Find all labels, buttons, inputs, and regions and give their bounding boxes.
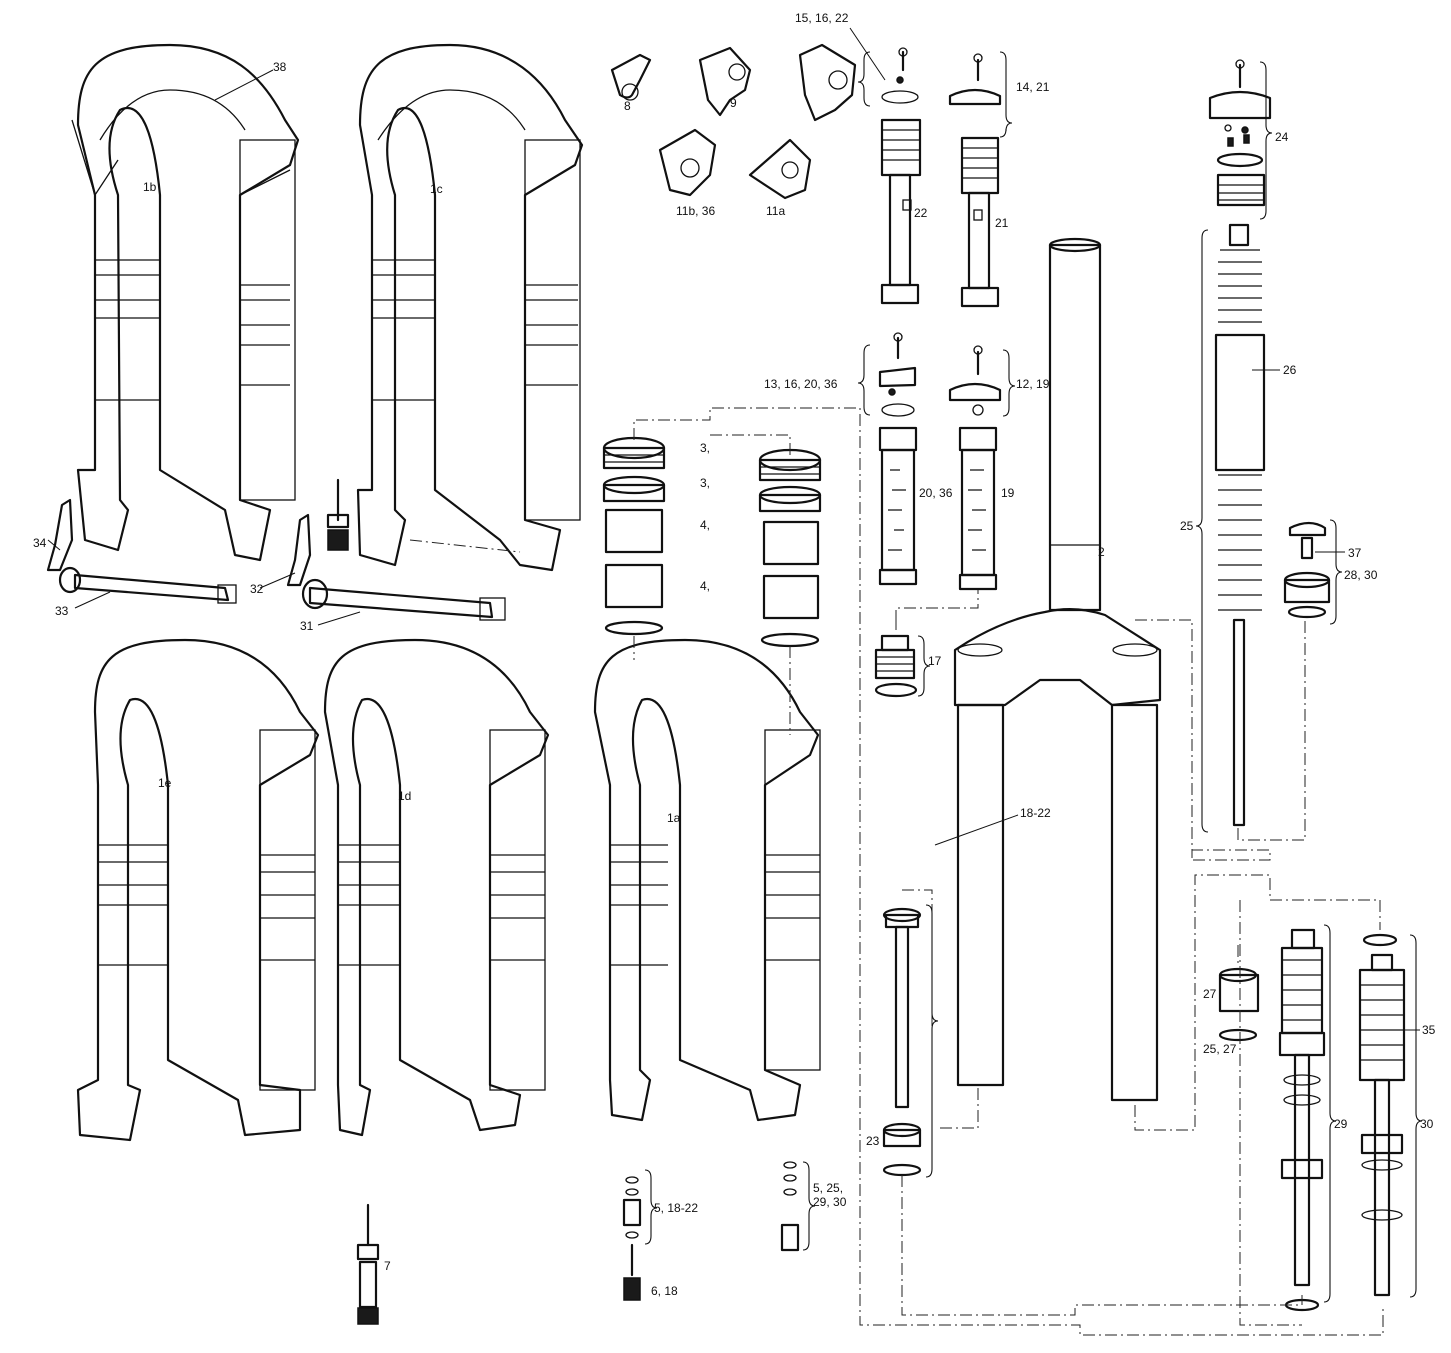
label-4-upper: 4, bbox=[700, 518, 710, 532]
label-3-lower: 3, bbox=[700, 476, 710, 490]
valve-37 bbox=[1288, 521, 1327, 560]
valve-tool-top bbox=[326, 478, 350, 551]
label-5-25-line2: 29, 30 bbox=[813, 1195, 847, 1209]
label-25-27: 25, 27 bbox=[1203, 1042, 1237, 1056]
label-18-22: 18-22 bbox=[1020, 806, 1051, 820]
remote-lever-8 bbox=[610, 53, 652, 101]
label-8: 8 bbox=[624, 99, 631, 113]
label-3-upper: 3, bbox=[700, 441, 710, 455]
remote-lever-11b bbox=[658, 128, 717, 197]
axle-31 bbox=[301, 578, 506, 621]
label-28-30: 28, 30 bbox=[1344, 568, 1378, 582]
label-33: 33 bbox=[55, 604, 69, 618]
label-4-lower: 4, bbox=[700, 579, 710, 593]
crown-steerer-2 bbox=[953, 237, 1162, 1102]
bolt-stack-5-right bbox=[780, 1161, 800, 1252]
label-35: 35 bbox=[1422, 1023, 1436, 1037]
seal-head-23 bbox=[882, 1122, 922, 1177]
label-24: 24 bbox=[1275, 130, 1289, 144]
label-15-16-22: 15, 16, 22 bbox=[795, 11, 849, 25]
label-29: 29 bbox=[1334, 1117, 1348, 1131]
spacer-27 bbox=[1218, 967, 1260, 1013]
label-38: 38 bbox=[273, 60, 287, 74]
label-27: 27 bbox=[1203, 987, 1217, 1001]
label-1e: 1e bbox=[158, 776, 172, 790]
axle-33 bbox=[58, 566, 237, 604]
lower-leg-1d bbox=[323, 638, 550, 1137]
damper-cartridge-21 bbox=[948, 53, 1002, 308]
shock-pump-tool-7 bbox=[356, 1203, 380, 1325]
label-17: 17 bbox=[928, 654, 942, 668]
piston-28-30 bbox=[1283, 571, 1331, 619]
coil-spring-assembly-25 bbox=[1214, 223, 1266, 827]
lever-32 bbox=[286, 513, 312, 587]
assembly-lines bbox=[409, 407, 1384, 1336]
lower-leg-1b bbox=[71, 43, 300, 562]
valve-tool-6 bbox=[623, 1243, 641, 1301]
label-1c: 1c bbox=[430, 182, 443, 196]
damper-35 bbox=[1358, 933, 1406, 1297]
label-13-16-20-36: 13, 16, 20, 36 bbox=[764, 377, 838, 391]
label-5-18-22: 5, 18-22 bbox=[654, 1201, 698, 1215]
damper-29 bbox=[1278, 928, 1326, 1312]
label-11b-36: 11b, 36 bbox=[676, 204, 715, 218]
remote-lever-11a bbox=[748, 138, 812, 200]
washer-25-27 bbox=[1218, 1028, 1258, 1042]
label-11a: 11a bbox=[766, 204, 785, 218]
label-9: 9 bbox=[730, 96, 737, 110]
lower-leg-1e bbox=[76, 638, 320, 1142]
leader-lines bbox=[47, 27, 1420, 1031]
label-20-36: 20, 36 bbox=[919, 486, 953, 500]
label-32: 32 bbox=[250, 582, 264, 596]
label-2: 2 bbox=[1098, 545, 1105, 559]
bolt-stack-5-left bbox=[622, 1176, 642, 1239]
air-shaft-18-22 bbox=[882, 907, 922, 1109]
damper-cartridge-22 bbox=[880, 47, 922, 305]
part-labels: 1b 1c 1e 1d 1a 2 38 34 33 32 31 7 8 9 11… bbox=[33, 11, 1436, 1298]
lower-leg-1a bbox=[593, 638, 821, 1122]
label-23: 23 bbox=[866, 1134, 880, 1148]
lower-leg-1c bbox=[356, 43, 584, 572]
lever-34 bbox=[46, 498, 74, 572]
seal-bushing-stack-left bbox=[602, 436, 666, 636]
label-1b: 1b bbox=[143, 180, 157, 194]
seal-bushing-stack-right bbox=[758, 448, 822, 648]
label-34: 34 bbox=[33, 536, 47, 550]
damper-cartridge-19 bbox=[948, 345, 1002, 591]
remote-lever-11-top bbox=[798, 43, 857, 122]
label-5-25-line1: 5, 25, bbox=[813, 1181, 843, 1195]
label-37: 37 bbox=[1348, 546, 1362, 560]
label-30: 30 bbox=[1420, 1117, 1434, 1131]
label-21: 21 bbox=[995, 216, 1009, 230]
remote-lever-9 bbox=[698, 46, 752, 117]
label-7: 7 bbox=[384, 1259, 391, 1273]
label-12-19: 12, 19 bbox=[1016, 377, 1050, 391]
damper-cartridge-20 bbox=[878, 332, 918, 586]
label-1d: 1d bbox=[398, 789, 411, 803]
label-22: 22 bbox=[914, 206, 928, 220]
label-25: 25 bbox=[1180, 519, 1194, 533]
label-6-18: 6, 18 bbox=[651, 1284, 678, 1298]
top-cap-17 bbox=[874, 634, 918, 698]
label-14-21: 14, 21 bbox=[1016, 80, 1050, 94]
label-26: 26 bbox=[1283, 363, 1297, 377]
label-31: 31 bbox=[300, 619, 314, 633]
top-cap-24 bbox=[1208, 59, 1272, 207]
braces bbox=[644, 51, 1423, 1303]
label-19: 19 bbox=[1001, 486, 1015, 500]
label-1a: 1a bbox=[667, 811, 681, 825]
